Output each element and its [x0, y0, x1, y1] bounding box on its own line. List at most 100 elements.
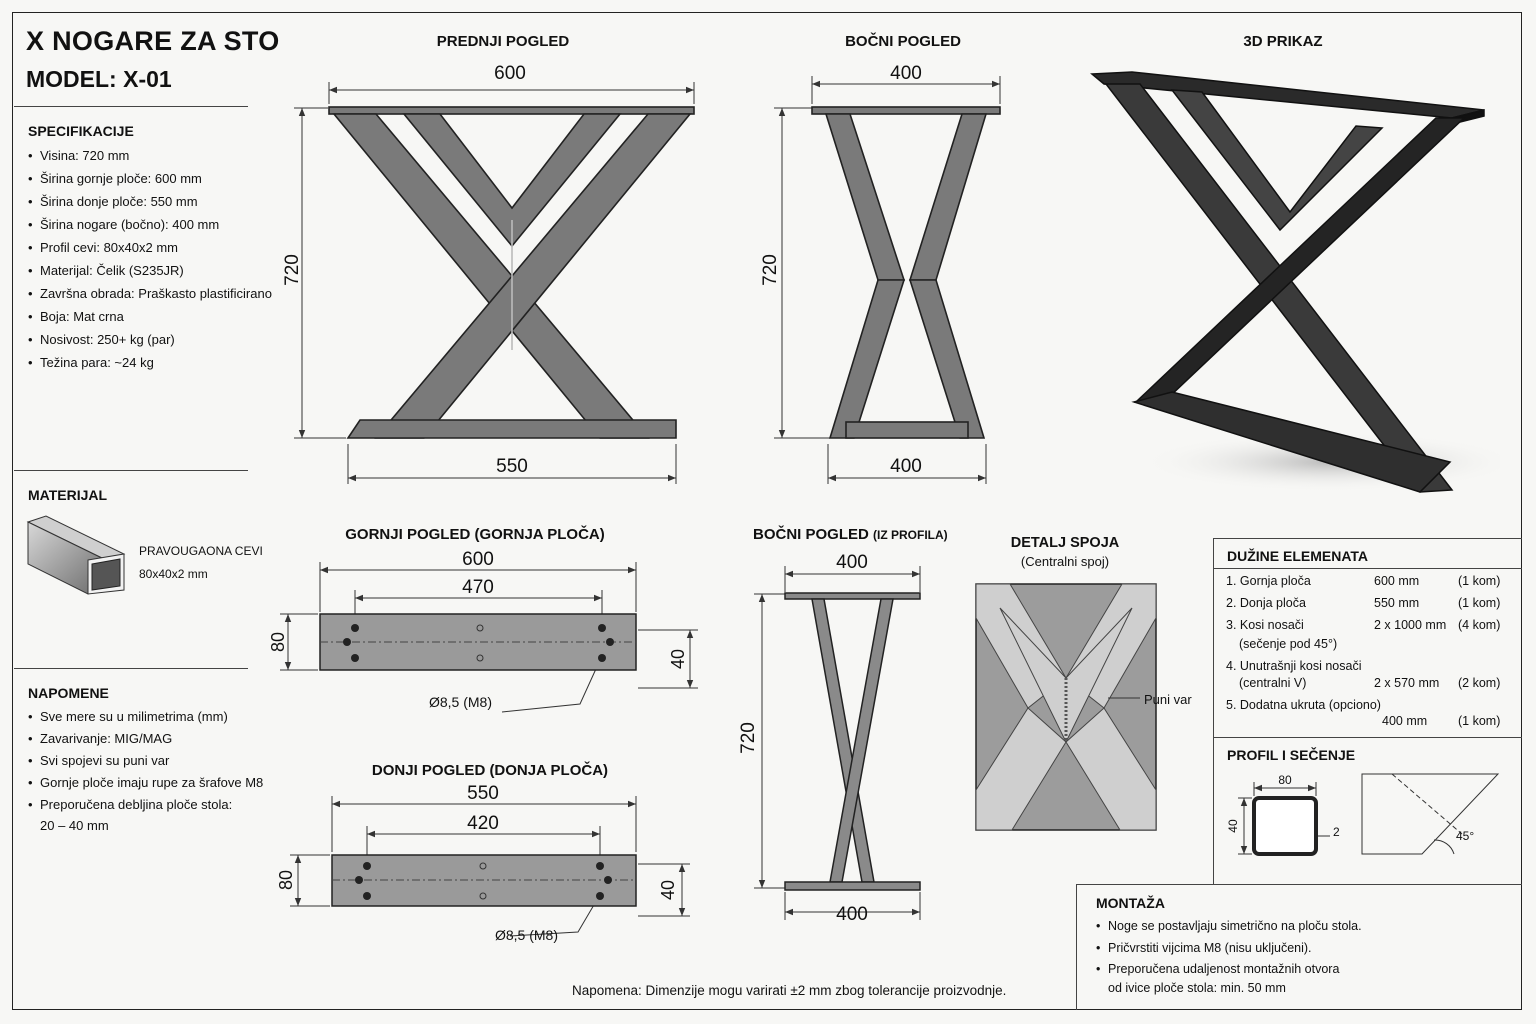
bottom-plate-width: 550	[467, 783, 499, 804]
tube-label: PRAVOUGAONA CEVI	[139, 544, 263, 558]
divider	[14, 470, 248, 471]
detail-subtitle: (Centralni spoj)	[1020, 554, 1110, 569]
spec-item: Završna obrada: Praškasto plastificirano	[28, 282, 278, 305]
tube-icon	[26, 515, 126, 595]
top-plate-width: 600	[462, 549, 494, 570]
tube-size: 80x40x2 mm	[139, 567, 208, 581]
divider	[1076, 884, 1522, 885]
length-row-name: 2. Donja ploča	[1226, 596, 1306, 610]
divider	[1076, 884, 1077, 1010]
note-item: Svi spojevi su puni var	[28, 750, 278, 772]
side-profile-height-dim: 720	[738, 722, 759, 754]
spec-item: Težina para: ~24 kg	[28, 351, 278, 374]
spec-item: Visina: 720 mm	[28, 144, 278, 167]
length-row-name: (sečenje pod 45°)	[1239, 637, 1338, 651]
length-row-size: 550 mm	[1374, 596, 1420, 610]
profile-drawing: 80 40 2 45°	[1226, 773, 1500, 856]
spec-item: Širina nogare (bočno): 400 mm	[28, 213, 278, 236]
front-view-title: PREDNJI POGLED	[436, 33, 570, 50]
top-plate-hole-label: Ø8,5 (M8)	[429, 694, 492, 710]
top-plate-inner: 40	[668, 649, 688, 669]
length-row-name: 1. Gornja ploča	[1226, 574, 1311, 588]
top-plate-depth: 80	[268, 632, 288, 652]
mounting-item: Noge se postavljaju simetrično na ploču …	[1096, 916, 1516, 938]
spec-item: Širina donje ploče: 550 mm	[28, 190, 278, 213]
detail-drawing: Puni var	[975, 583, 1192, 831]
mounting-list: Noge se postavljaju simetrično na ploču …	[1096, 916, 1516, 981]
divider	[14, 668, 248, 669]
note-item: Sve mere su u milimetrima (mm)	[28, 706, 278, 728]
spec-item: Širina gornje ploče: 600 mm	[28, 167, 278, 190]
side-bottom-dim: 400	[890, 456, 922, 477]
profile-angle: 45°	[1456, 829, 1474, 843]
side-view-drawing: 400 720 400	[760, 63, 1001, 484]
footer-note: Napomena: Dimenzije mogu varirati ±2 mm …	[572, 983, 1007, 998]
divider	[1213, 737, 1522, 738]
side-profile-title-small: (IZ PROFILA)	[873, 528, 948, 542]
bottom-plate-holes: 420	[467, 813, 499, 834]
length-row-name: 5. Dodatna ukruta (opciono)	[1226, 698, 1381, 712]
note-item: Preporučena debljina ploče stola:	[28, 794, 278, 816]
profile-width: 80	[1278, 773, 1292, 787]
side-view-title: BOČNI POGLED	[845, 33, 961, 50]
length-row-size: 600 mm	[1374, 574, 1420, 588]
lengths-heading: DUŽINE ELEMENATA	[1227, 548, 1369, 564]
mounting-item: Pričvrstiti vijcima M8 (nisu uključeni).	[1096, 938, 1516, 960]
bottom-plate-title: DONJI POGLED (DONJA PLOČA)	[371, 762, 609, 779]
mounting-item: Preporučena udaljenost montažnih otvora	[1096, 959, 1516, 981]
divider	[1213, 538, 1522, 539]
bottom-plate-depth: 80	[276, 870, 296, 890]
side-top-dim: 400	[890, 63, 922, 84]
iso-view-title: 3D PRIKAZ	[1243, 33, 1323, 50]
model-label: MODEL: X-01	[26, 66, 172, 92]
bottom-plate-drawing: 550 420 80 40 Ø8,5 (M8)	[276, 783, 690, 943]
spec-item: Boja: Mat crna	[28, 305, 278, 328]
front-bottom-dim: 550	[496, 456, 528, 477]
side-height-dim: 720	[760, 254, 781, 286]
drawing-frame	[12, 12, 1522, 1010]
divider	[14, 106, 248, 107]
specs-list: Visina: 720 mm Širina gornje ploče: 600 …	[28, 144, 278, 374]
length-row-qty: (1 kom)	[1458, 714, 1501, 728]
note-continuation: 20 – 40 mm	[40, 818, 109, 833]
page-title: X NOGARE ZA STO	[26, 26, 280, 56]
lengths-table: 1. Gornja ploča 600 mm (1 kom) 2. Donja …	[1226, 574, 1516, 734]
mounting-heading: MONTAŽA	[1096, 895, 1165, 911]
side-profile-title: BOČNI POGLED (IZ PROFILA)	[753, 526, 948, 543]
detail-title: DETALJ SPOJA	[1010, 535, 1120, 551]
length-row-name: 4. Unutrašnji kosi nosači	[1226, 659, 1362, 673]
divider	[1213, 538, 1214, 884]
side-profile-top-dim: 400	[836, 552, 868, 573]
length-row-name: 3. Kosi nosači	[1226, 618, 1304, 632]
detail-weld-label: Puni var	[1144, 692, 1192, 707]
side-profile-title-main: BOČNI POGLED	[753, 526, 869, 543]
notes-list: Sve mere su u milimetrima (mm) Zavarivan…	[28, 706, 278, 816]
length-row-size: 2 x 570 mm	[1374, 676, 1440, 690]
top-plate-holes: 470	[462, 577, 494, 598]
profile-heading: PROFIL I SEČENJE	[1227, 747, 1356, 763]
length-row-name: (centralni V)	[1239, 676, 1307, 690]
iso-view-drawing	[1090, 71, 1500, 493]
length-row-qty: (2 kom)	[1458, 676, 1501, 690]
front-view-drawing: 600 720 550	[282, 63, 695, 484]
bottom-plate-hole-label: Ø8,5 (M8)	[495, 927, 558, 943]
divider	[1213, 568, 1522, 569]
length-row-size: 2 x 1000 mm	[1374, 618, 1447, 632]
bottom-plate-inner: 40	[658, 880, 678, 900]
length-row-qty: (4 kom)	[1458, 618, 1501, 632]
note-item: Zavarivanje: MIG/MAG	[28, 728, 278, 750]
spec-item: Materijal: Čelik (S235JR)	[28, 259, 278, 282]
profile-wall: 2	[1333, 825, 1340, 839]
front-height-dim: 720	[282, 254, 303, 286]
note-item: Gornje ploče imaju rupe za šrafove M8	[28, 772, 278, 794]
notes-heading: NAPOMENE	[28, 685, 109, 701]
top-plate-title: GORNJI POGLED (GORNJA PLOČA)	[345, 526, 605, 543]
length-row-qty: (1 kom)	[1458, 596, 1501, 610]
side-profile-drawing: 400 720 400	[738, 552, 921, 925]
material-heading: MATERIJAL	[28, 487, 108, 503]
side-profile-bottom-dim: 400	[836, 904, 868, 925]
front-top-dim: 600	[494, 63, 526, 84]
spec-item: Nosivost: 250+ kg (par)	[28, 328, 278, 351]
mounting-continuation: od ivice ploče stola: min. 50 mm	[1108, 981, 1286, 995]
length-row-size: 400 mm	[1382, 714, 1428, 728]
